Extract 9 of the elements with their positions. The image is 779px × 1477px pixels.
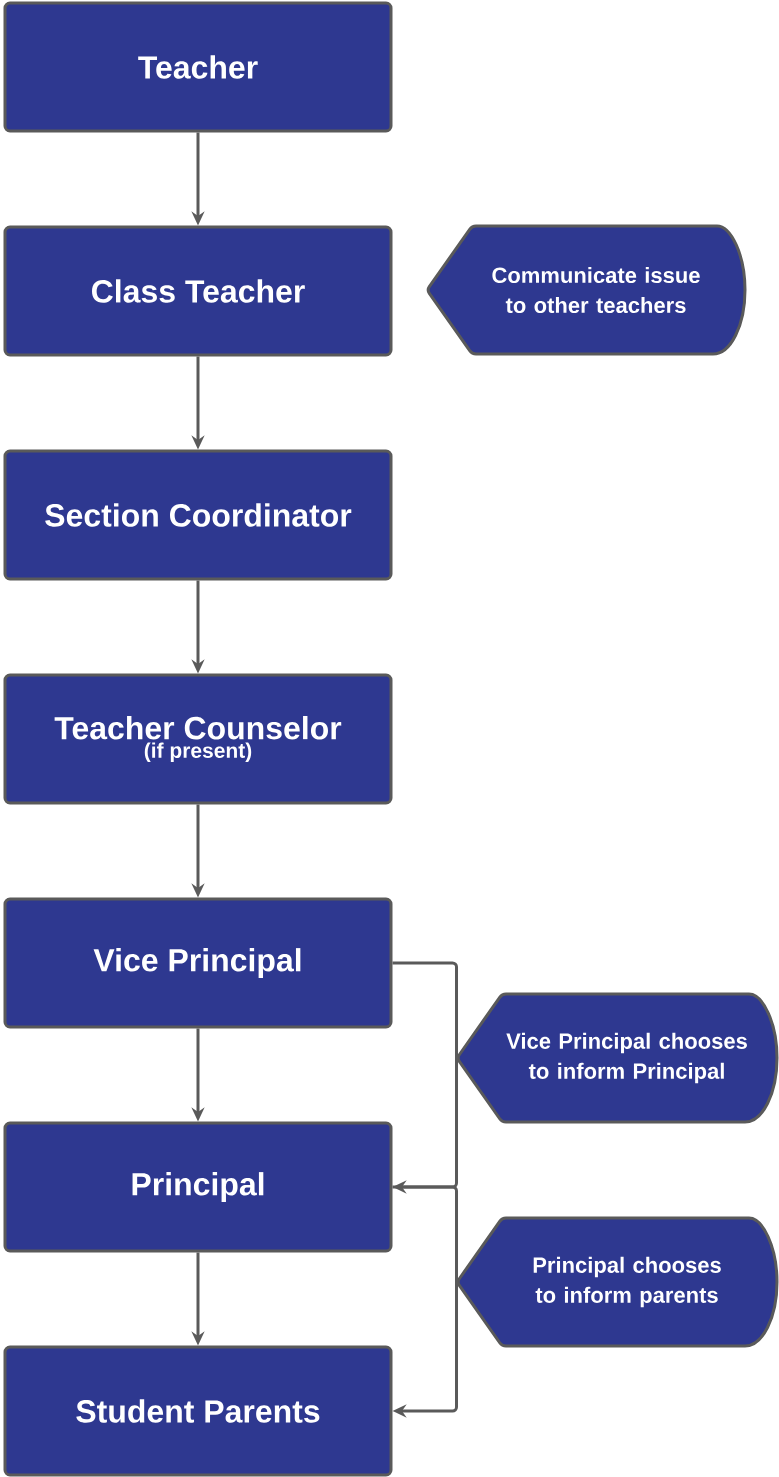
process-box: Teacher [3, 1, 393, 133]
process-box: Class Teacher [3, 225, 393, 357]
process-box: Vice Principal [3, 897, 393, 1029]
arrow [392, 1185, 458, 1418]
process-box: Section Coordinator [3, 449, 393, 581]
process-box: Teacher Counselor (if present) [3, 673, 393, 805]
arrow [392, 961, 458, 1194]
process-box: Student Parents [3, 1345, 393, 1477]
process-box: Principal [3, 1121, 393, 1253]
